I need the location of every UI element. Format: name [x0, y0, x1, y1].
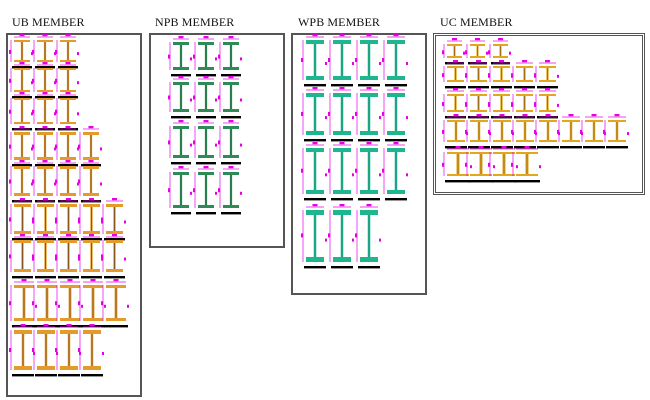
- i-beam-section-icon: [328, 204, 354, 269]
- npb-member-profiles: [168, 36, 242, 215]
- i-beam-section-icon: [511, 88, 536, 119]
- i-beam-section-icon: [9, 198, 34, 241]
- i-beam-section-icon: [168, 120, 192, 165]
- i-beam-section-icon: [32, 234, 57, 279]
- i-beam-section-icon: [382, 142, 408, 201]
- i-beam-section-icon: [78, 234, 103, 279]
- i-beam-section-icon: [193, 166, 217, 215]
- uc-member-title: UC MEMBER: [440, 15, 513, 29]
- i-beam-section-icon: [442, 114, 468, 149]
- i-beam-section-icon: [557, 114, 583, 149]
- i-beam-section-icon: [534, 88, 559, 119]
- i-beam-section-icon: [193, 120, 217, 165]
- i-beam-section-icon: [328, 34, 354, 87]
- i-beam-section-icon: [168, 76, 192, 119]
- i-beam-section-icon: [382, 34, 408, 87]
- i-beam-section-icon: [465, 146, 495, 183]
- i-beam-section-icon: [78, 198, 103, 241]
- i-beam-section-icon: [32, 62, 56, 99]
- i-beam-section-icon: [301, 34, 327, 87]
- i-beam-section-icon: [301, 204, 327, 269]
- uc-member-profiles: [442, 38, 629, 183]
- i-beam-section-icon: [382, 87, 408, 142]
- i-beam-section-icon: [301, 142, 327, 201]
- i-beam-section-icon: [488, 146, 518, 183]
- i-beam-section-icon: [55, 126, 79, 167]
- i-beam-section-icon: [580, 114, 606, 149]
- i-beam-section-icon: [603, 114, 629, 149]
- i-beam-section-icon: [355, 142, 381, 201]
- i-beam-section-icon: [534, 60, 559, 89]
- i-beam-section-icon: [218, 166, 242, 215]
- i-beam-section-icon: [511, 60, 536, 89]
- i-beam-section-icon: [168, 166, 192, 215]
- i-beam-section-icon: [32, 324, 58, 377]
- ub-member-profiles: [9, 34, 129, 377]
- i-beam-section-icon: [55, 62, 79, 99]
- i-beam-section-icon: [78, 126, 102, 167]
- i-beam-section-icon: [534, 114, 560, 149]
- i-beam-section-icon: [301, 87, 327, 142]
- i-beam-section-icon: [328, 87, 354, 142]
- ub-member-frame: [6, 33, 142, 397]
- i-beam-section-icon: [55, 34, 79, 69]
- wpb-member-title: WPB MEMBER: [298, 15, 381, 29]
- i-beam-section-icon: [355, 204, 381, 269]
- i-beam-section-icon: [32, 126, 56, 167]
- wpb-member-profiles: [301, 34, 408, 269]
- i-beam-section-icon: [101, 198, 126, 241]
- i-beam-section-icon: [355, 87, 381, 142]
- i-beam-section-icon: [218, 36, 242, 77]
- i-beam-section-icon: [488, 114, 514, 149]
- i-beam-section-icon: [32, 198, 57, 241]
- i-beam-section-icon: [193, 76, 217, 119]
- i-beam-section-icon: [328, 142, 354, 201]
- i-beam-section-icon: [488, 88, 513, 119]
- i-beam-section-icon: [32, 34, 56, 69]
- i-beam-section-icon: [465, 88, 490, 119]
- i-beam-section-icon: [78, 324, 104, 377]
- i-beam-section-icon: [465, 114, 491, 149]
- i-beam-section-icon: [9, 126, 33, 167]
- i-beam-section-icon: [55, 234, 80, 279]
- i-beam-section-icon: [9, 324, 35, 377]
- i-beam-section-icon: [511, 114, 537, 149]
- i-beam-section-icon: [442, 60, 467, 89]
- i-beam-section-icon: [55, 198, 80, 241]
- i-beam-section-icon: [55, 324, 81, 377]
- i-beam-section-icon: [355, 34, 381, 87]
- ub-member-title: UB MEMBER: [12, 15, 85, 29]
- i-beam-section-icon: [511, 146, 541, 183]
- i-beam-section-icon: [442, 146, 472, 183]
- i-beam-section-icon: [442, 88, 467, 119]
- i-beam-section-icon: [101, 279, 129, 328]
- i-beam-section-icon: [9, 234, 34, 279]
- i-beam-section-icon: [168, 36, 192, 77]
- i-beam-section-icon: [218, 120, 242, 165]
- npb-member-title: NPB MEMBER: [155, 15, 235, 29]
- i-beam-section-icon: [193, 36, 217, 77]
- i-beam-section-icon: [218, 76, 242, 119]
- i-beam-section-icon: [101, 234, 126, 279]
